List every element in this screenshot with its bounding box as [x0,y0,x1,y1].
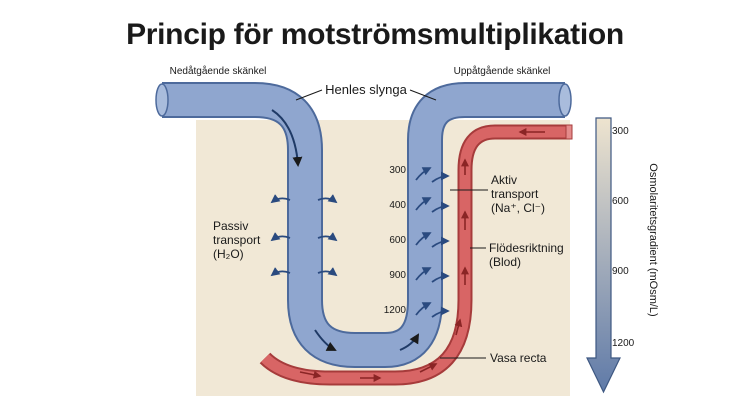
inner-scale-tick: 300 [389,165,406,176]
gradient-scale-tick: 900 [612,266,629,277]
passive-transport-label: Passiv transport (H₂O) [213,219,264,261]
gradient-scale: 300 600 900 1200 [612,126,635,349]
gradient-scale-tick: 300 [612,126,629,137]
vasa-recta-flow-arrows [299,128,545,382]
descending-limb-label: Nedåtgående skänkel [170,65,267,77]
tubule-flow-arrows [271,109,420,351]
henle-loop-label: Henles slynga [325,82,407,97]
active-transport-label: Aktiv transport (Na⁺, Cl⁻) [491,173,545,215]
ascending-limb-label: Uppåtgående skänkel [454,65,551,77]
flow-direction-label: Flödesriktning (Blod) [489,241,567,269]
inner-scale-tick: 600 [389,235,406,246]
henle-loop-pointer-left [295,89,323,101]
gradient-scale-tick: 1200 [612,338,635,349]
henle-loop-pointer-right [409,89,437,101]
page-title: Princip för motströmsmultiplikation [126,18,624,51]
gradient-axis-label: Osmolaritetsgradient (mOsm/L) [647,163,659,316]
inner-scale-tick: 1200 [384,305,407,316]
osmolarity-gradient-arrow [586,117,621,394]
inner-scale-tick: 900 [389,270,406,281]
gradient-scale-tick: 600 [612,196,629,207]
passive-transport-arrows [270,194,338,277]
inner-osmolarity-scale: 300 400 600 900 1200 [384,165,407,316]
henle-loop-tubule [155,82,572,368]
active-transport-arrows [415,167,450,318]
vasa-recta-label: Vasa recta [490,351,547,365]
inner-scale-tick: 400 [389,200,406,211]
